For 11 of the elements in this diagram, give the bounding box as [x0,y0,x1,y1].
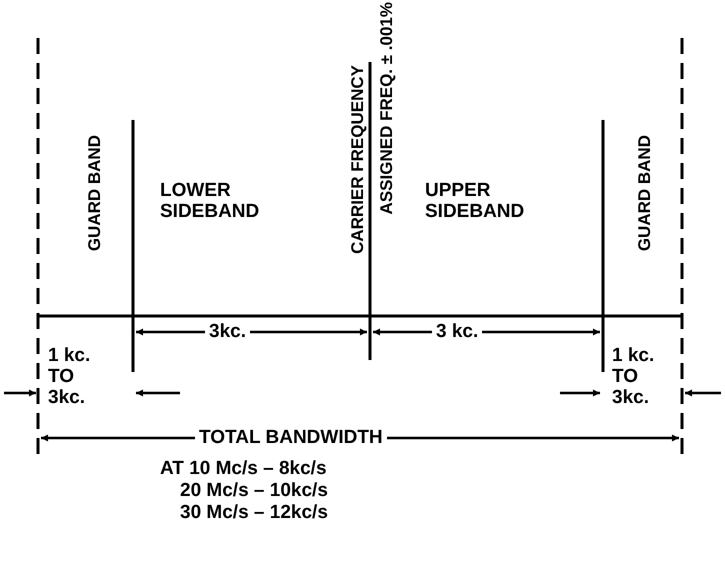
dimension-label: 1 kc. TO 3kc. [48,345,92,408]
band-label: GUARD BAND [84,135,105,252]
band-label: UPPER SIDEBAND [425,180,526,222]
frequency-label: CARRIER FREQUENCY [347,65,368,254]
band-label: LOWER SIDEBAND [160,180,260,222]
frequency-label: ASSIGNED FREQ. ± .001% [376,2,397,214]
bandwidth-note: AT 10 Mc/s – 8kc/s [160,458,327,479]
band-label: GUARD BAND [634,135,655,252]
bandwidth-note: 20 Mc/s – 10kc/s [180,480,328,501]
bandwidth-note: 30 Mc/s – 12kc/s [180,502,328,523]
dimension-label: 1 kc. TO 3kc. [612,345,656,408]
